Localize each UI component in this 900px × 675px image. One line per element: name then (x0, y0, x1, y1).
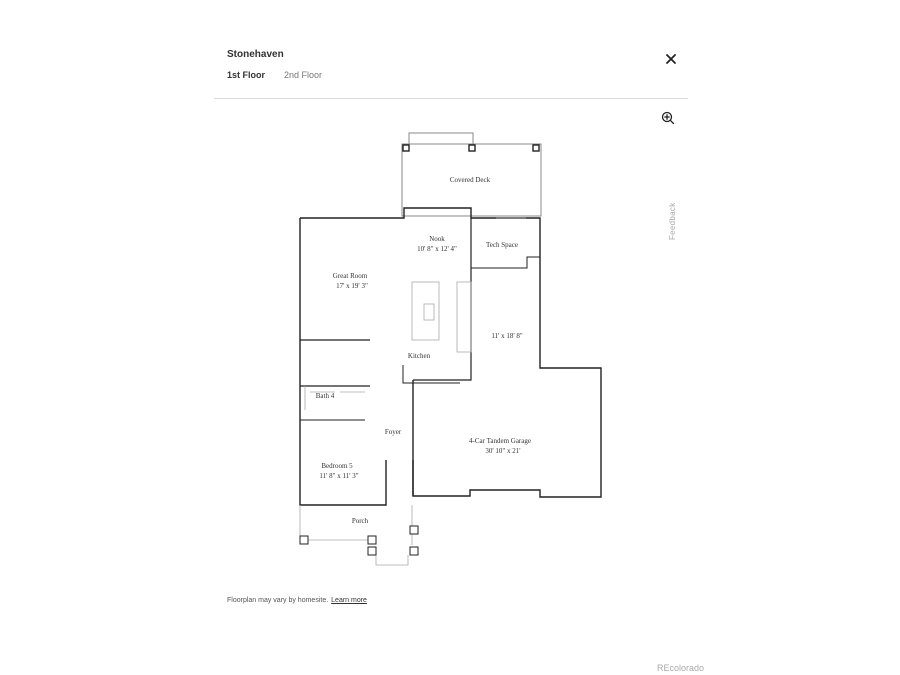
learn-more-link[interactable]: Learn more (331, 597, 367, 604)
room-garage-bay-size: 11' x 18' 8" (491, 332, 523, 340)
close-icon[interactable] (664, 52, 678, 66)
zoom-in-icon[interactable] (661, 111, 675, 125)
floor-tabs: 1st Floor 2nd Floor (227, 70, 322, 80)
room-garage-size: 30' 10" x 21' (485, 447, 520, 455)
room-great-room-size: 17' x 19' 3" (336, 282, 368, 290)
footer-disclaimer: Floorplan may vary by homesite.Learn mor… (227, 597, 367, 604)
watermark: REcolorado (657, 663, 705, 673)
room-bath: Bath 4 (316, 392, 335, 400)
room-great-room: Great Room (333, 272, 368, 280)
room-kitchen: Kitchen (408, 352, 431, 360)
room-bedroom-size: 11' 8" x 11' 3" (319, 472, 358, 480)
room-bedroom: Bedroom 5 (321, 462, 353, 470)
room-tech-space: Tech Space (486, 241, 518, 249)
tab-1st-floor[interactable]: 1st Floor (227, 70, 266, 80)
room-garage: 4-Car Tandem Garage (469, 437, 531, 445)
disclaimer-text: Floorplan may vary by homesite. (227, 597, 329, 604)
tab-2nd-floor[interactable]: 2nd Floor (284, 70, 323, 80)
header-divider (214, 98, 688, 99)
room-nook-size: 10' 8" x 12' 4" (417, 245, 457, 253)
room-covered-deck: Covered Deck (450, 176, 491, 184)
room-porch: Porch (352, 517, 369, 525)
room-foyer: Foyer (385, 428, 402, 436)
plan-title: Stonehaven (227, 49, 284, 60)
room-nook: Nook (429, 235, 445, 243)
